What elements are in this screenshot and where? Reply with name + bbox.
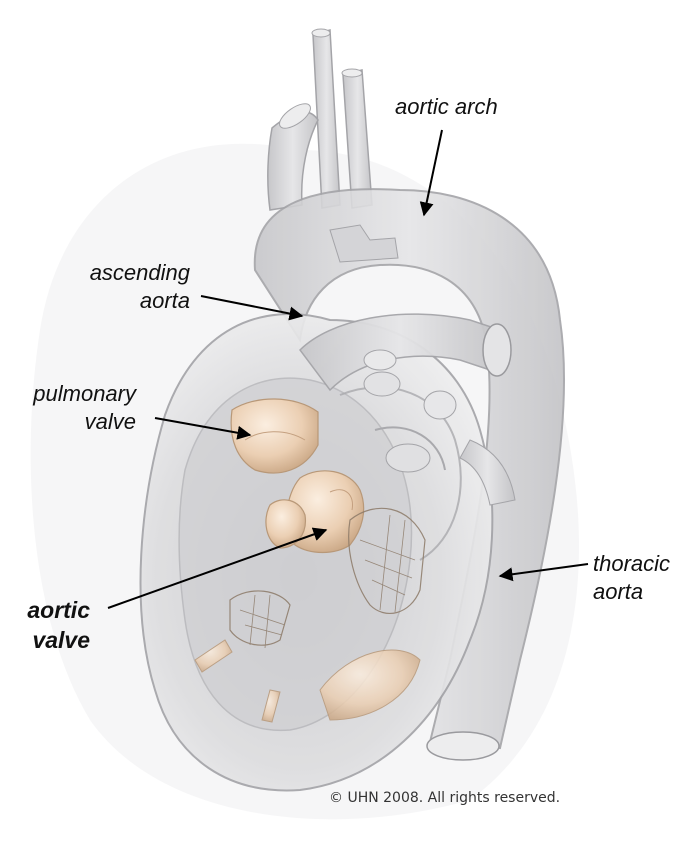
aortic-valve-line2: valve: [6, 625, 90, 655]
pulmonary-valve-shape: [231, 399, 318, 473]
pulmonary-valve-label: pulmonary valve: [6, 380, 136, 436]
ascending-aorta-line1: ascending: [58, 259, 190, 287]
pulmonary-valve-line1: pulmonary: [6, 380, 136, 408]
ascending-aorta-label: ascending aorta: [58, 259, 190, 315]
aortic-arch-text: aortic arch: [395, 94, 498, 119]
aortic-valve-label: aortic valve: [6, 595, 90, 655]
thoracic-aorta-label: thoracic aorta: [593, 550, 699, 606]
pulmonary-valve-line2: valve: [6, 408, 136, 436]
copyright-notice: © UHN 2008. All rights reserved.: [329, 790, 560, 806]
thoracic-aorta-line2: aorta: [593, 578, 699, 606]
aortic-valve-line1: aortic: [6, 595, 90, 625]
ascending-aorta-line2: aorta: [58, 287, 190, 315]
aortic-arch-label: aortic arch: [395, 93, 498, 121]
thoracic-aorta-line1: thoracic: [593, 550, 699, 578]
